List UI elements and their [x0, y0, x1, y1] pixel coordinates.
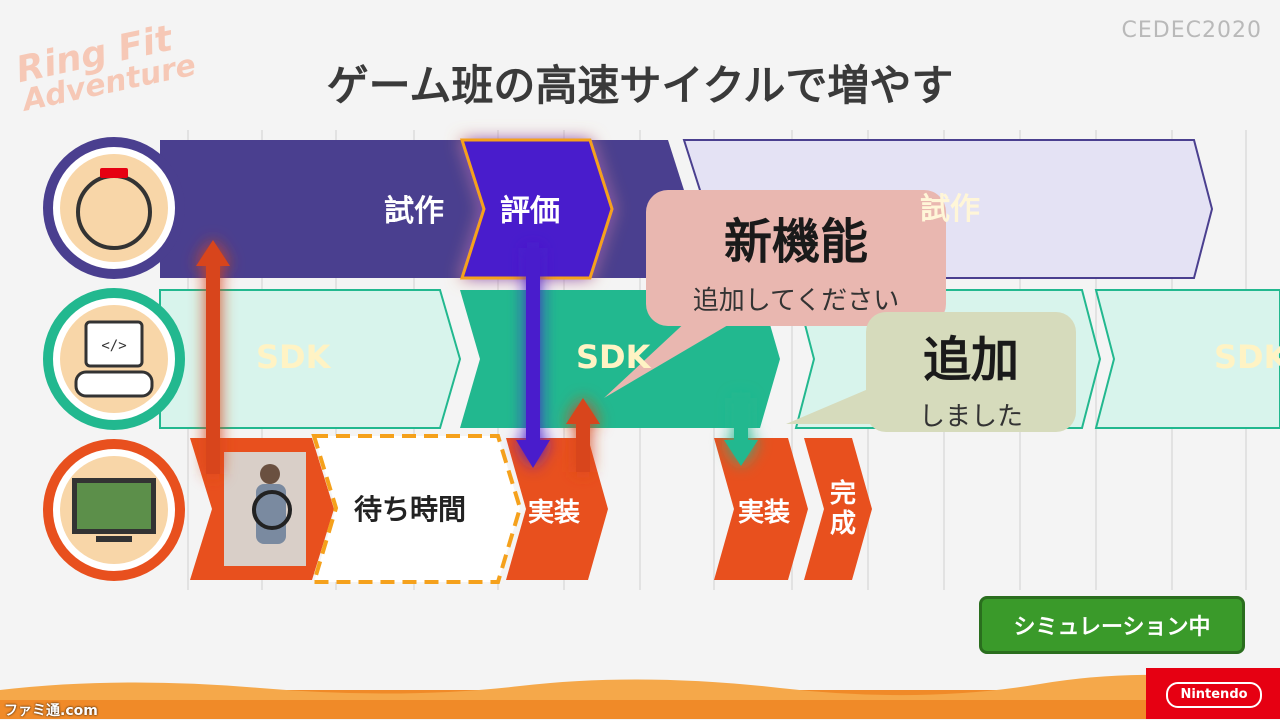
- arrow-up-left: [196, 240, 230, 266]
- prototype-label: 試作: [384, 194, 444, 229]
- console-code-icon: </>: [43, 288, 185, 430]
- arrow-down-sdk: [724, 440, 758, 466]
- sdk-label-2: SDK: [576, 338, 651, 376]
- brand-logo: CEDEC2020: [1121, 18, 1262, 43]
- page-title: ゲーム班の高速サイクルで増やす: [326, 61, 954, 110]
- reply-bubble: [866, 312, 1076, 432]
- impl-chip-2: [714, 438, 808, 580]
- sdk-label-3: SDK: [1214, 338, 1280, 376]
- reply-bubble-title: 追加: [922, 332, 1019, 388]
- arrow-down-eval: [516, 440, 550, 468]
- reply-bubble-text: しました: [918, 402, 1023, 432]
- eval-chip: [459, 138, 614, 280]
- complete-label: 完成: [830, 479, 857, 539]
- evaluation-label: 評価: [500, 194, 560, 229]
- simulation-button[interactable]: シミュレーション中: [979, 596, 1245, 654]
- nintendo-logo-text: Nintendo: [1166, 682, 1262, 708]
- wait-chip: [311, 434, 523, 584]
- request-bubble: [646, 190, 946, 326]
- reply-bubble-tail: [786, 384, 880, 424]
- arrow-up-impl: [566, 398, 600, 424]
- impl-chip-1: [506, 438, 608, 580]
- mid-band-4: [1094, 289, 1280, 429]
- implement-label-2: 実装: [738, 498, 791, 528]
- nintendo-logo: Nintendo: [1146, 668, 1280, 719]
- wait-time-label: 待ち時間: [354, 493, 467, 526]
- request-bubble-text: 追加してください: [692, 286, 900, 316]
- prototype-ghost-label: 試作: [920, 192, 980, 227]
- done-chip: [804, 438, 872, 580]
- tv-game-icon: [43, 439, 185, 581]
- ring-con-icon: [43, 137, 185, 279]
- request-bubble-title: 新機能: [723, 214, 868, 270]
- svg-text:</>: </>: [101, 338, 126, 354]
- famitsu-watermark: ファミ通.com: [4, 703, 98, 719]
- sdk-label-1: SDK: [256, 338, 331, 376]
- implement-label-1: 実装: [528, 498, 581, 528]
- request-bubble-tail: [604, 318, 740, 398]
